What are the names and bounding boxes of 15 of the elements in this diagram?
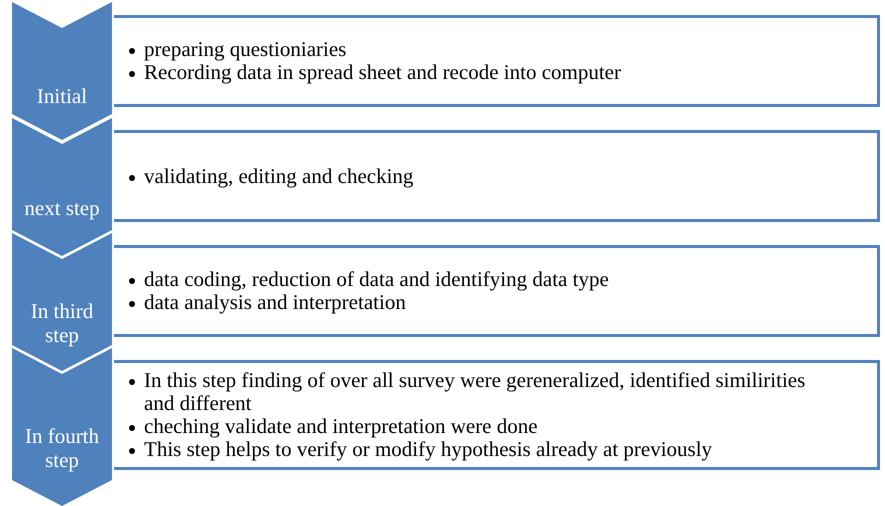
- bullet-text: validating, editing and checking: [144, 164, 414, 188]
- step-label: Initial: [36, 84, 88, 108]
- step-label: In fourth step: [24, 424, 100, 472]
- bullet-text: preparing questioniaries: [144, 37, 346, 61]
- bullet-text: Recording data in spread sheet and recode into computer: [144, 60, 621, 84]
- step-label: next step: [23, 196, 101, 220]
- bullet-text: data coding, reduction of data and identifying data type: [144, 267, 609, 291]
- content-box: [114, 130, 880, 222]
- content-box: [114, 245, 880, 337]
- bullet-text: cheching validate and interpretation were done: [144, 414, 538, 438]
- bullet-text: This step helps to verify or modify hypothesis already at previously: [144, 437, 712, 461]
- step-label: In third step: [30, 299, 94, 347]
- bullet-text: data analysis and interpretation: [144, 290, 406, 314]
- content-box: [114, 15, 880, 107]
- content-box: [114, 360, 880, 470]
